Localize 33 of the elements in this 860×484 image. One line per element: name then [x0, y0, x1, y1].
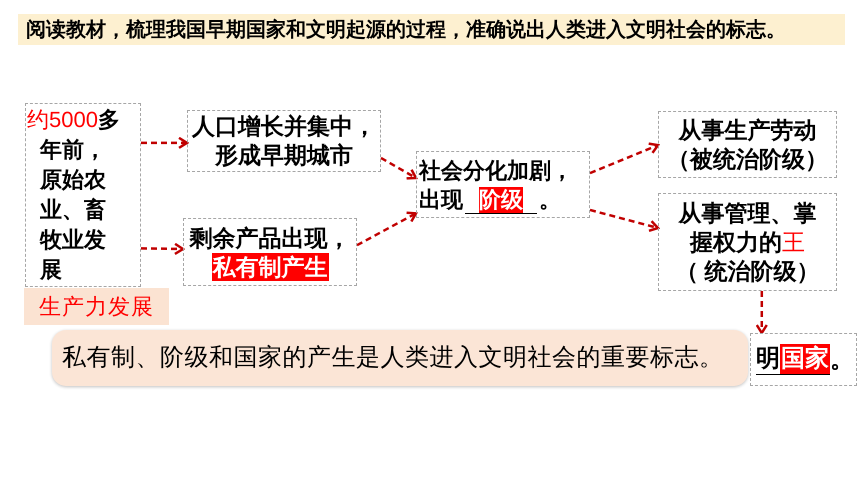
highlighted-answer: 国家: [780, 344, 830, 374]
dashed-arrow: [380, 156, 418, 180]
node-text: （ 统治阶级）: [674, 256, 821, 286]
node-text: 社会分化加剧，: [419, 156, 573, 184]
node-text: 剩余产品出现，: [190, 224, 350, 253]
dashed-arrow: [356, 211, 418, 246]
dashed-box: [183, 218, 357, 286]
node-text: 从事管理、掌握权力的王: [677, 198, 818, 256]
node-text: （被统治阶级）: [666, 144, 829, 174]
title-banner: 阅读教材，梳理我国早期国家和文明起源的过程，准确说出人类进入文明社会的标志。: [18, 14, 845, 45]
highlighted-answer: 阶级: [479, 186, 523, 212]
label-box: [24, 288, 169, 325]
dashed-arrow: [141, 136, 188, 150]
highlighted-text: 私有制产生: [212, 253, 328, 281]
node-text: 出现: [419, 186, 463, 214]
callout-box: [52, 330, 748, 386]
dashed-box: [750, 333, 857, 386]
node-text: 人口增长并集中，形成早期城市: [190, 112, 377, 170]
dashed-arrow: [140, 242, 184, 256]
node-text: 从事生产劳动: [677, 116, 818, 144]
node-text: 约5000多年前，原始农业、畜牧业发展: [27, 106, 121, 284]
node-text: 明: [756, 344, 780, 374]
dashed-arrow: [590, 208, 660, 232]
dashed-box: [658, 111, 837, 178]
dashed-arrow: [590, 142, 660, 174]
dashed-box: [658, 193, 837, 291]
node-text: 生产力发展: [39, 292, 154, 320]
dashed-box: [25, 103, 141, 287]
dashed-arrow: [756, 291, 768, 334]
dashed-box: [416, 151, 590, 218]
node-text: 。: [830, 344, 854, 374]
node-text: 。: [539, 186, 561, 214]
node-text: 私有制、阶级和国家的产生是人类进入文明社会的重要标志。: [62, 343, 724, 373]
